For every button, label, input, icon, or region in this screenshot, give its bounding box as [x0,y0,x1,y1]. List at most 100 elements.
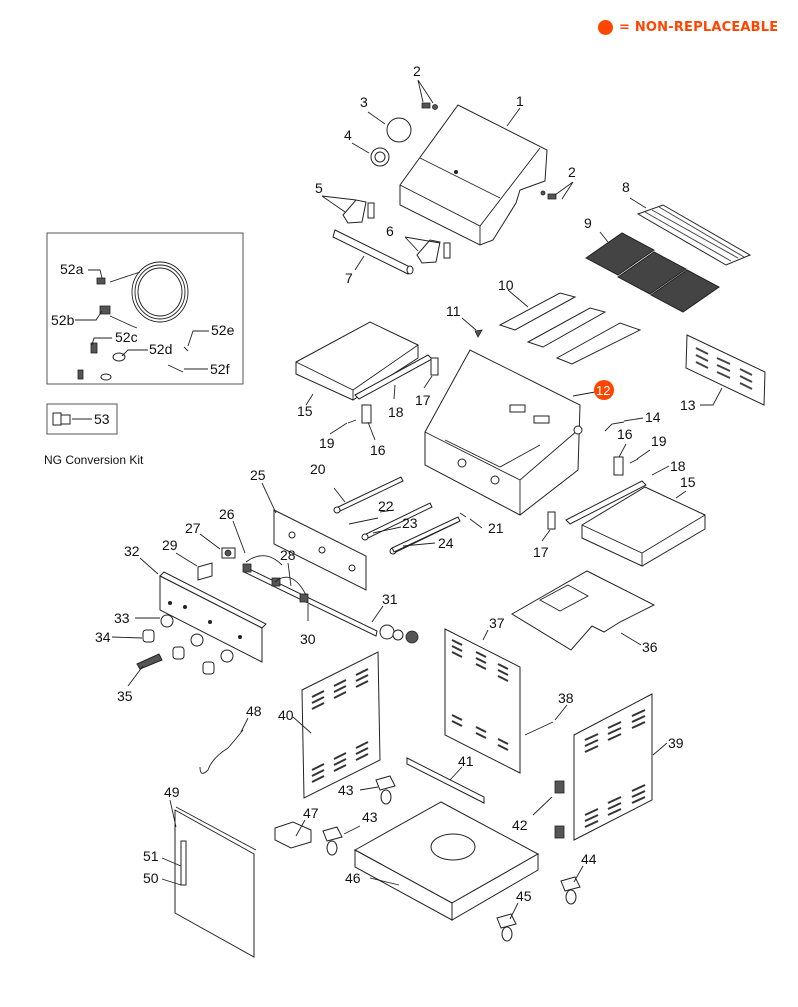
callout-36[interactable]: 36 [642,639,658,655]
callout-53[interactable]: 53 [94,411,110,427]
bracket-16-right [613,456,624,476]
ng-conversion-kit-caption: NG Conversion Kit [44,453,144,467]
legend-text: = NON-REPLACEABLE [619,20,779,35]
ignition-module-27 [221,547,236,559]
callout-7[interactable]: 7 [345,270,353,286]
callout-52c[interactable]: 52c [115,329,138,345]
callout-26[interactable]: 26 [219,506,235,522]
callout-52e[interactable]: 52e [211,322,235,338]
grease-tray-47 [274,821,312,849]
callout-37[interactable]: 37 [489,615,505,631]
callout-51[interactable]: 51 [143,848,159,864]
lid-bracket-6 [416,239,451,264]
callout-16-left[interactable]: 16 [370,442,386,458]
callout-43-bottom[interactable]: 43 [362,809,378,825]
burner-20 [333,476,404,514]
callout-31[interactable]: 31 [382,591,398,607]
callout-40[interactable]: 40 [278,707,294,723]
part-11 [474,329,483,338]
screw-19-left [347,419,357,424]
callout-4[interactable]: 4 [344,127,352,143]
screw-19-right [629,458,639,464]
thermometer-bezel-3 [386,117,412,143]
callout-9[interactable]: 9 [584,215,592,231]
callout-8[interactable]: 8 [622,179,630,195]
callout-21[interactable]: 21 [488,520,504,536]
callout-50[interactable]: 50 [143,870,159,886]
cooking-grates-9 [585,232,720,313]
callout-17-bottom[interactable]: 17 [533,544,549,560]
shelf-rail-18-right [565,480,647,525]
callout-15-left[interactable]: 15 [297,403,313,419]
callout-19-left[interactable]: 19 [319,435,335,451]
callout-16-right[interactable]: 16 [617,426,633,442]
caster-43-top [375,775,396,805]
callout-42[interactable]: 42 [512,817,528,833]
callout-34[interactable]: 34 [95,629,111,645]
callout-18-left[interactable]: 18 [388,404,404,420]
callout-49[interactable]: 49 [164,784,180,800]
callout-27[interactable]: 27 [185,520,201,536]
callout-35[interactable]: 35 [117,688,133,704]
callout-19-right[interactable]: 19 [651,433,667,449]
manifold-panel-25 [273,509,367,591]
callout-52d[interactable]: 52d [149,341,172,357]
callout-14[interactable]: 14 [645,409,661,425]
callout-13[interactable]: 13 [680,397,696,413]
electrode-26 [245,555,283,566]
callout-2-top[interactable]: 2 [413,63,421,79]
valve-manifold [242,563,378,637]
callout-15-right[interactable]: 15 [680,474,696,490]
callout-24[interactable]: 24 [438,535,454,551]
callout-32[interactable]: 32 [124,543,140,559]
callout-52a[interactable]: 52a [60,261,84,277]
wire-48 [199,729,244,774]
callout-5[interactable]: 5 [315,180,323,196]
callout-18-right[interactable]: 18 [670,458,686,474]
side-panel-40 [301,651,381,799]
callout-20[interactable]: 20 [310,461,326,477]
bracket-29 [197,562,213,581]
hinge-pin-2-right [540,190,557,200]
callout-47[interactable]: 47 [303,805,319,821]
control-knobs-34 [142,629,215,675]
non-replaceable-badge-12 [594,380,614,400]
bracket-17-top [430,357,439,376]
lid-bracket-5 [342,199,375,224]
callout-33[interactable]: 33 [114,610,130,626]
callout-43-top[interactable]: 43 [338,782,354,798]
callout-39[interactable]: 39 [668,735,684,751]
callout-52f[interactable]: 52f [210,361,230,377]
callout-45[interactable]: 45 [516,888,532,904]
callout-10[interactable]: 10 [498,277,514,293]
door-hinges-42 [554,780,565,839]
burner-24 [391,516,461,553]
callout-6[interactable]: 6 [386,223,394,239]
cart-base-46 [353,801,540,921]
callout-29[interactable]: 29 [162,537,178,553]
callout-25[interactable]: 25 [250,467,266,483]
callout-52b[interactable]: 52b [51,312,75,328]
callout-17-top[interactable]: 17 [415,392,431,408]
locking-caster-45 [496,913,517,942]
regulator-31 [379,624,419,644]
bottom-panel-36 [511,570,656,651]
callout-41[interactable]: 41 [458,753,474,769]
logo-plate-35 [136,653,163,670]
callout-2-right[interactable]: 2 [568,164,576,180]
callout-46[interactable]: 46 [345,870,361,886]
side-panel-39 [573,693,653,841]
callout-48[interactable]: 48 [246,703,262,719]
callout-12[interactable]: 12 [596,383,610,398]
callout-23[interactable]: 23 [402,515,418,531]
callout-1[interactable]: 1 [516,93,524,109]
firebox-12 [424,349,583,516]
callout-3[interactable]: 3 [360,94,368,110]
callout-22[interactable]: 22 [378,498,394,514]
callout-28[interactable]: 28 [280,547,296,563]
callout-30[interactable]: 30 [300,631,316,647]
callout-38[interactable]: 38 [558,690,574,706]
callout-11[interactable]: 11 [446,303,461,319]
bolt-38 [524,721,554,736]
callout-44[interactable]: 44 [581,851,597,867]
